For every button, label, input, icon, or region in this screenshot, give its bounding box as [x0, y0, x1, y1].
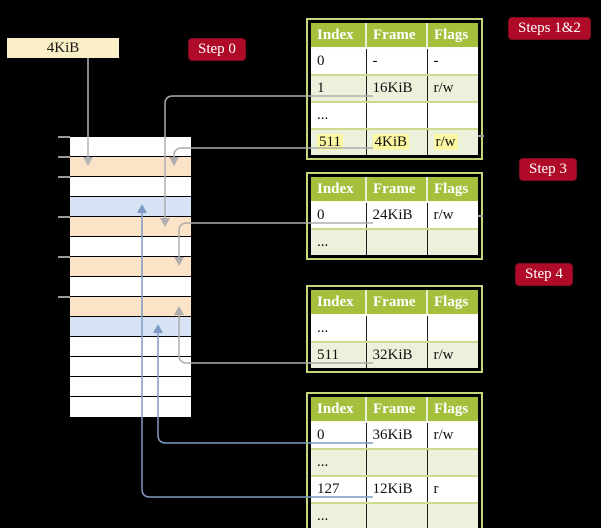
memory-frame-row-white: [70, 277, 191, 297]
table-cell: [366, 102, 428, 130]
frame-address-box: 4KiB: [7, 38, 119, 58]
table-cell: [427, 102, 478, 130]
table-cell: ...: [311, 102, 367, 130]
column-header-index: Index: [311, 23, 367, 49]
memory-frame-row-white: [70, 397, 191, 417]
table-cell: 0: [311, 422, 367, 450]
column-header-flags: Flags: [427, 397, 478, 423]
table-cell: ...: [311, 315, 367, 343]
table-cell: r/w: [427, 202, 478, 230]
memory-boundary-tick: [58, 256, 70, 258]
steps-1-2-label: Steps 1&2: [508, 17, 591, 40]
table-cell: 32KiB: [366, 342, 428, 368]
memory-boundary-tick: [58, 176, 70, 178]
table-cell: 4KiB: [366, 129, 428, 155]
table-cell: 16KiB: [366, 75, 428, 103]
step-3-label: Step 3: [519, 158, 577, 181]
column-header-index: Index: [311, 397, 367, 423]
table-cell: [366, 229, 428, 255]
memory-frame-row-white: [70, 377, 191, 397]
table-cell: [366, 449, 428, 477]
table-cell: 127: [311, 476, 367, 504]
highlighted-value: 4KiB: [372, 134, 410, 150]
memory-frame-row-blue: [70, 317, 191, 337]
memory-frame-row-white: [70, 337, 191, 357]
highlighted-value: 511: [317, 134, 343, 150]
table-cell: 0: [311, 48, 367, 76]
memory-frame-row-blue: [70, 197, 191, 217]
memory-boundary-tick: [58, 216, 70, 218]
table-row: 511 4KiB r/w: [311, 129, 478, 155]
table-cell: 0: [311, 202, 367, 230]
memory-boundary-tick: [58, 136, 70, 138]
column-header-frame: Frame: [366, 177, 428, 203]
table-cell: 511: [311, 342, 367, 368]
memory-frame-row-white: [70, 137, 191, 157]
memory-frame-row-peach: [70, 257, 191, 277]
table-cell: [366, 503, 428, 528]
memory-frame-row-peach: [70, 157, 191, 177]
table-cell: r/w: [427, 75, 478, 103]
column-header-flags: Flags: [427, 23, 478, 49]
table-cell: [427, 503, 478, 528]
table-row: ...: [311, 102, 478, 130]
table-cell: 24KiB: [366, 202, 428, 230]
table-cell: ...: [311, 229, 367, 255]
memory-frame-row-white: [70, 357, 191, 377]
table-row: ...: [311, 449, 478, 477]
memory-frame-row-peach: [70, 217, 191, 237]
table-cell: r/w: [427, 342, 478, 368]
step-4-label: Step 4: [515, 263, 573, 286]
table-cell: 1: [311, 75, 367, 103]
memory-boundary-tick: [58, 156, 70, 158]
column-header-frame: Frame: [366, 397, 428, 423]
column-header-index: Index: [311, 290, 367, 316]
memory-stack: [70, 137, 191, 417]
column-header-frame: Frame: [366, 23, 428, 49]
column-header-frame: Frame: [366, 290, 428, 316]
table-cell: [366, 315, 428, 343]
table-cell: ...: [311, 503, 367, 528]
table-cell: r/w: [427, 129, 478, 155]
table-cell: r: [427, 476, 478, 504]
table-row: ...: [311, 315, 478, 343]
column-header-flags: Flags: [427, 290, 478, 316]
memory-frame-row-white: [70, 177, 191, 197]
memory-frame-row-white: [70, 237, 191, 257]
table-cell: -: [366, 48, 428, 76]
table-cell: 36KiB: [366, 422, 428, 450]
memory-frame-row-peach: [70, 297, 191, 317]
step-0-label: Step 0: [188, 38, 246, 61]
table-cell: 12KiB: [366, 476, 428, 504]
table-row: 0--: [311, 48, 478, 76]
table-cell: ...: [311, 449, 367, 477]
memory-boundary-tick: [58, 296, 70, 298]
table-row: ...: [311, 503, 478, 528]
table-cell: [427, 315, 478, 343]
table-cell: r/w: [427, 422, 478, 450]
table-cell: [427, 449, 478, 477]
table-row: ...: [311, 229, 478, 255]
column-header-index: Index: [311, 177, 367, 203]
table-cell: -: [427, 48, 478, 76]
highlighted-value: r/w: [433, 134, 458, 150]
column-header-flags: Flags: [427, 177, 478, 203]
table-cell: 511: [311, 129, 367, 155]
table-cell: [427, 229, 478, 255]
